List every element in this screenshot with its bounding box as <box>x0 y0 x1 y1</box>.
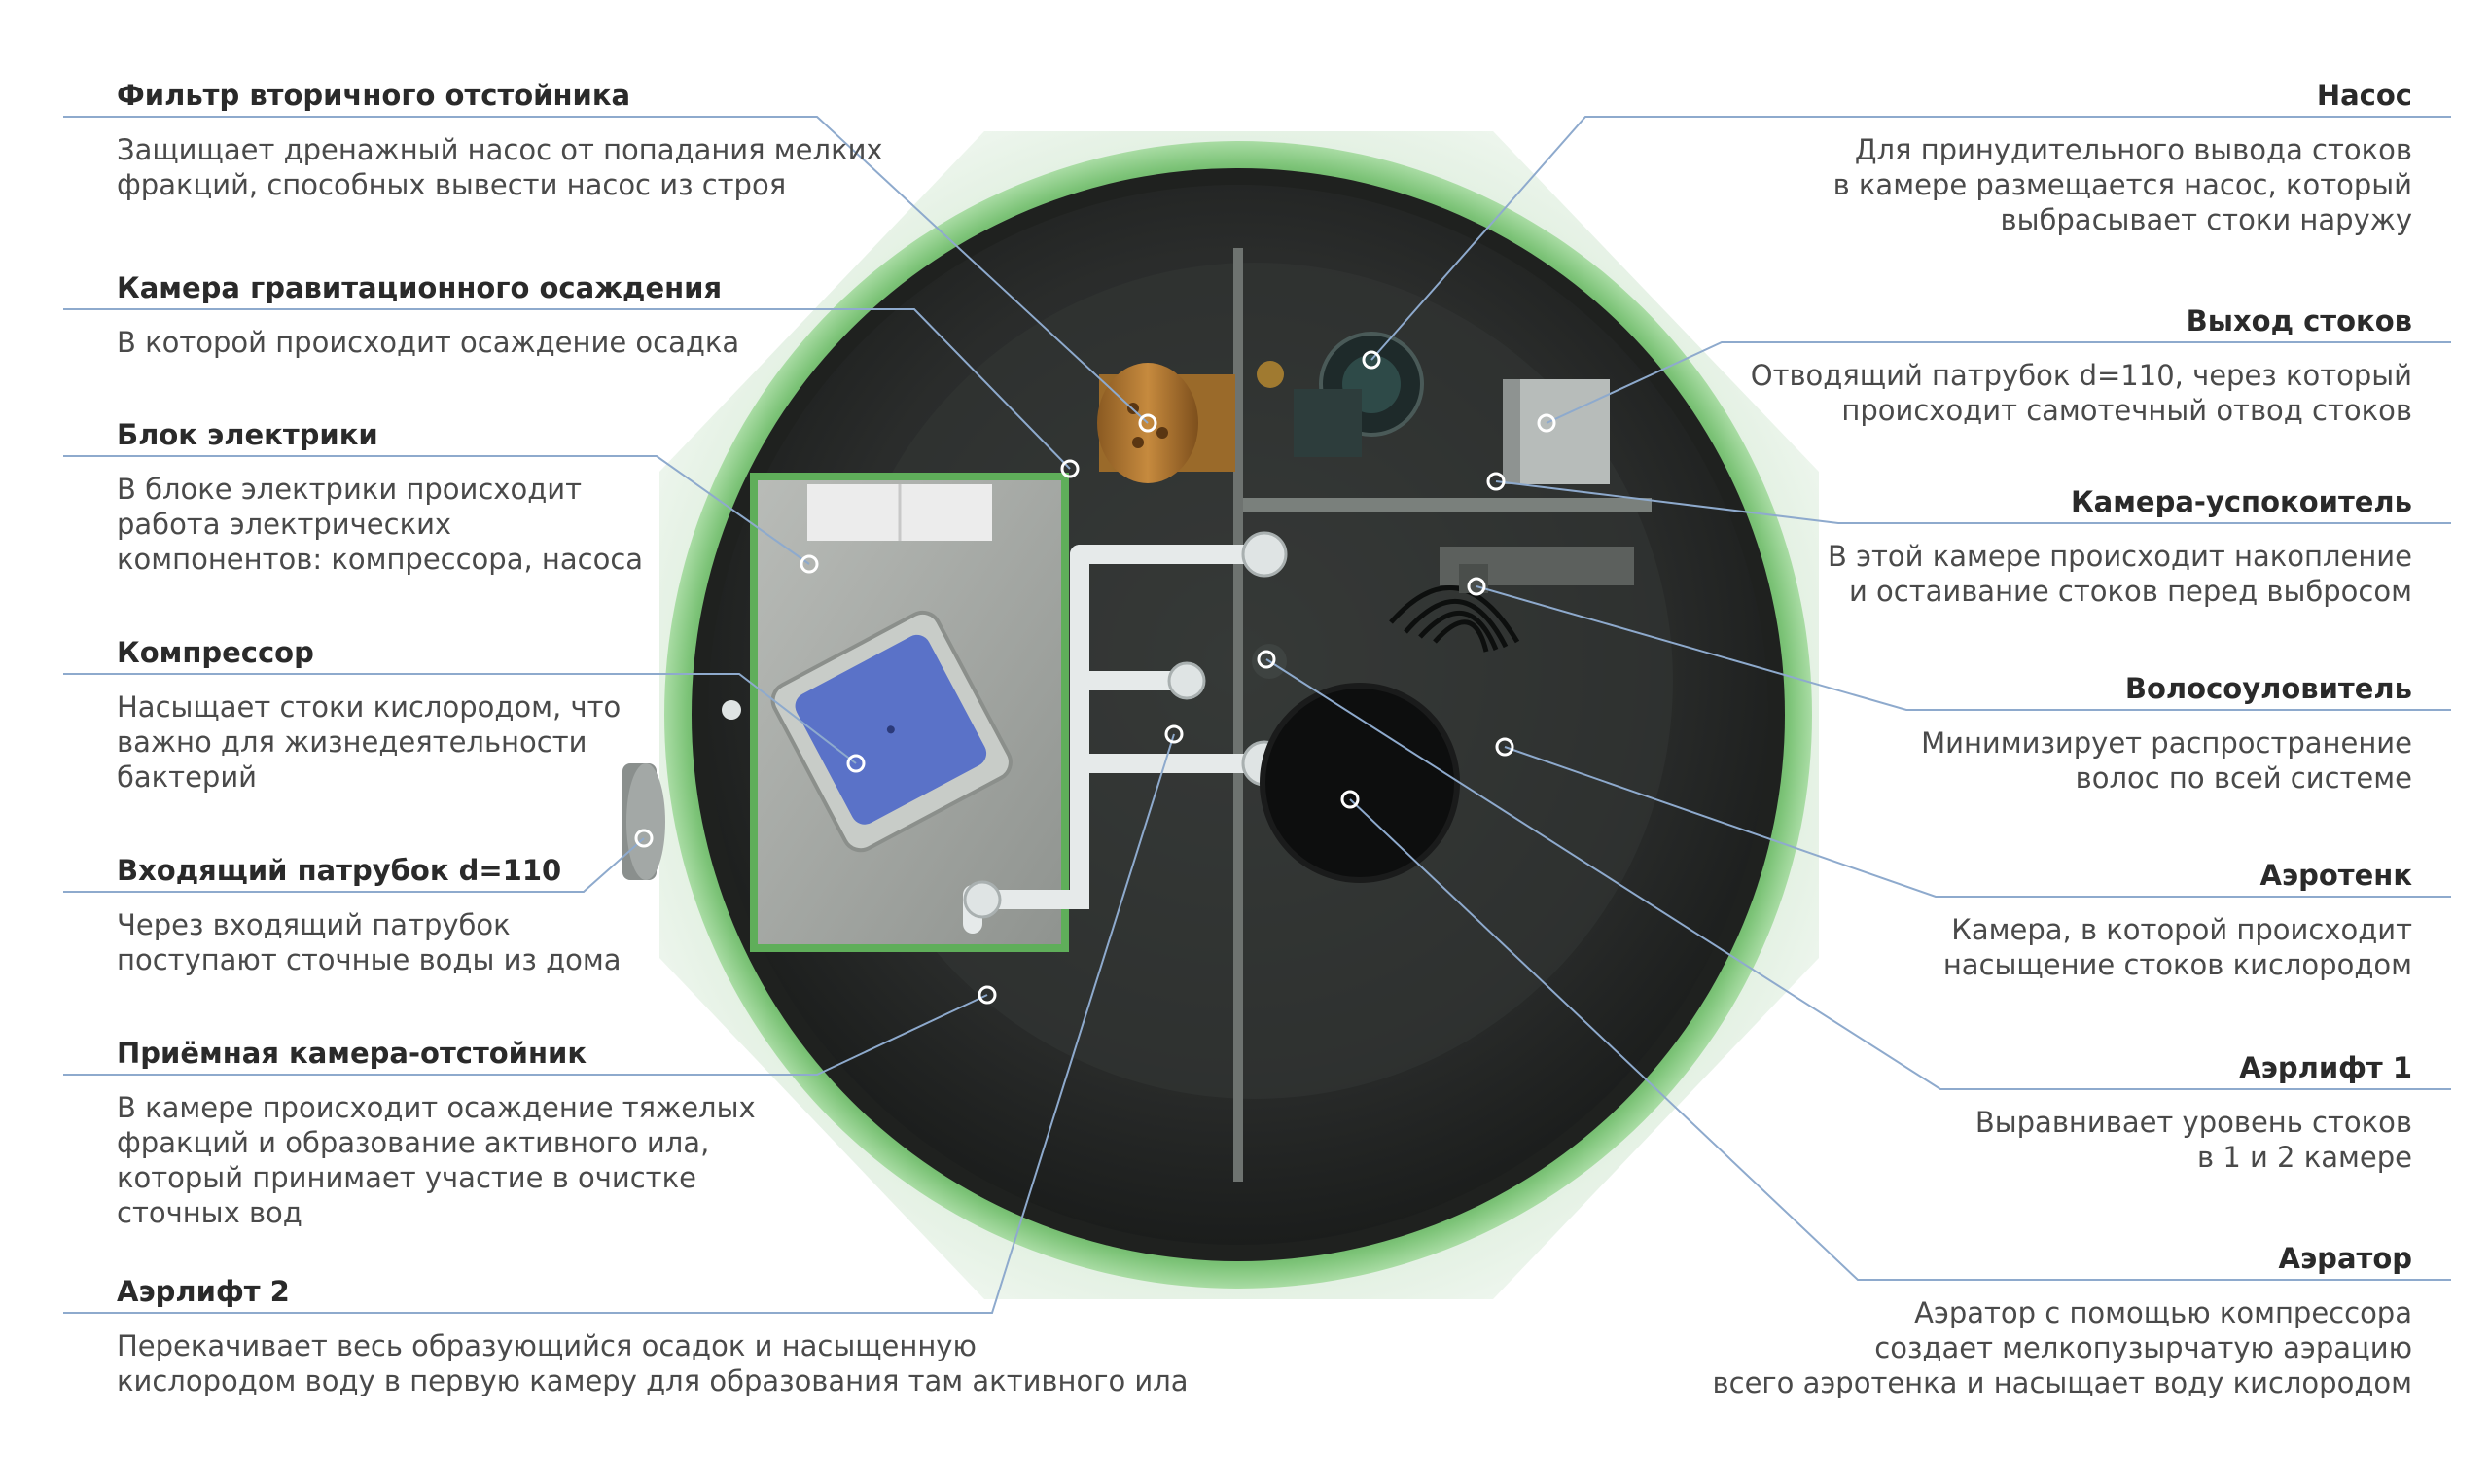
filter-icon <box>1097 363 1235 483</box>
compressor-icon <box>770 610 1013 853</box>
label-outlet: Выход стоков Отводящий патрубок d=110, ч… <box>1595 303 2412 428</box>
label-inlet-title: Входящий патрубок d=110 <box>117 854 562 887</box>
label-airlift1-title: Аэрлифт 1 <box>2239 1051 2412 1084</box>
leader-lines <box>63 116 2451 1314</box>
label-outlet-text: Отводящий патрубок d=110, через который … <box>1750 359 2412 427</box>
label-aerator: Аэратор Аэратор с помощью компрессора со… <box>1595 1241 2412 1400</box>
label-filter: Фильтр вторичного отстойника Защищает др… <box>117 78 934 202</box>
label-gravity: Камера гравитационного осаждения В котор… <box>117 270 934 360</box>
label-airlift1: Аэрлифт 1 Выравнивает уровень стоков в 1… <box>1595 1050 2412 1175</box>
label-inlet: Входящий патрубок d=110 Через входящий п… <box>117 853 934 977</box>
hair-trap-icon <box>1389 584 1520 653</box>
label-hair: Волосоуловитель Минимизирует распростран… <box>1595 671 2412 795</box>
label-calm-text: В этой камере происходит накопление и ос… <box>1828 540 2412 608</box>
label-airlift2-text: Перекачивает весь образующийся осадок и … <box>117 1329 1189 1397</box>
label-compressor: Компрессор Насыщает стоки кислородом, чт… <box>117 635 934 795</box>
label-compressor-text: Насыщает стоки кислородом, что важно для… <box>117 690 622 794</box>
label-pump-text: Для принудительного вывода стоков в каме… <box>1832 133 2412 236</box>
label-electric-text: В блоке электрики происходит работа элек… <box>117 473 644 576</box>
label-compressor-title: Компрессор <box>117 636 314 669</box>
label-gravity-text: В которой происходит осаждение осадка <box>117 326 740 359</box>
partition-horizontal <box>1243 498 1652 512</box>
label-aerotank-text: Камера, в которой происходит насыщение с… <box>1942 913 2412 981</box>
pump-icon <box>1257 332 1424 457</box>
label-aerotank-title: Аэротенк <box>2259 859 2412 892</box>
label-receiving-title: Приёмная камера-отстойник <box>117 1037 587 1070</box>
aerator-icon <box>1260 683 1460 883</box>
label-hair-title: Волосоуловитель <box>2124 672 2412 705</box>
label-airlift1-text: Выравнивает уровень стоков в 1 и 2 камер… <box>1974 1106 2412 1174</box>
label-filter-title: Фильтр вторичного отстойника <box>117 79 631 112</box>
marker-dots <box>634 350 1556 1005</box>
label-airlift2-title: Аэрлифт 2 <box>117 1275 290 1308</box>
label-filter-text: Защищает дренажный насос от попадания ме… <box>117 133 883 201</box>
label-receiving: Приёмная камера-отстойник В камере проис… <box>117 1036 934 1230</box>
label-pump-title: Насос <box>2316 79 2412 112</box>
label-hair-text: Минимизирует распространение волос по вс… <box>1921 726 2412 795</box>
label-airlift2: Аэрлифт 2 Перекачивает весь образующийся… <box>117 1274 1284 1398</box>
label-aerator-title: Аэратор <box>2278 1242 2412 1275</box>
label-receiving-text: В камере происходит осаждение тяжелых фр… <box>117 1091 756 1229</box>
outlet-pipe-icon <box>1503 379 1610 484</box>
label-electric-title: Блок электрики <box>117 418 378 451</box>
label-gravity-title: Камера гравитационного осаждения <box>117 271 723 304</box>
label-electric: Блок электрики В блоке электрики происхо… <box>117 417 934 577</box>
inlet-pipe-icon <box>622 700 741 880</box>
label-calm-title: Камера-успокоитель <box>2070 485 2412 518</box>
label-inlet-text: Через входящий патрубок поступают сточны… <box>117 908 622 976</box>
label-aerotank: Аэротенк Камера, в которой происходит на… <box>1595 858 2412 982</box>
partition-vertical <box>1233 248 1243 1182</box>
label-calm: Камера-успокоитель В этой камере происхо… <box>1595 484 2412 609</box>
label-outlet-title: Выход стоков <box>2186 304 2412 337</box>
label-pump: Насос Для принудительного вывода стоков … <box>1595 78 2412 237</box>
label-aerator-text: Аэратор с помощью компрессора создает ме… <box>1712 1296 2412 1399</box>
